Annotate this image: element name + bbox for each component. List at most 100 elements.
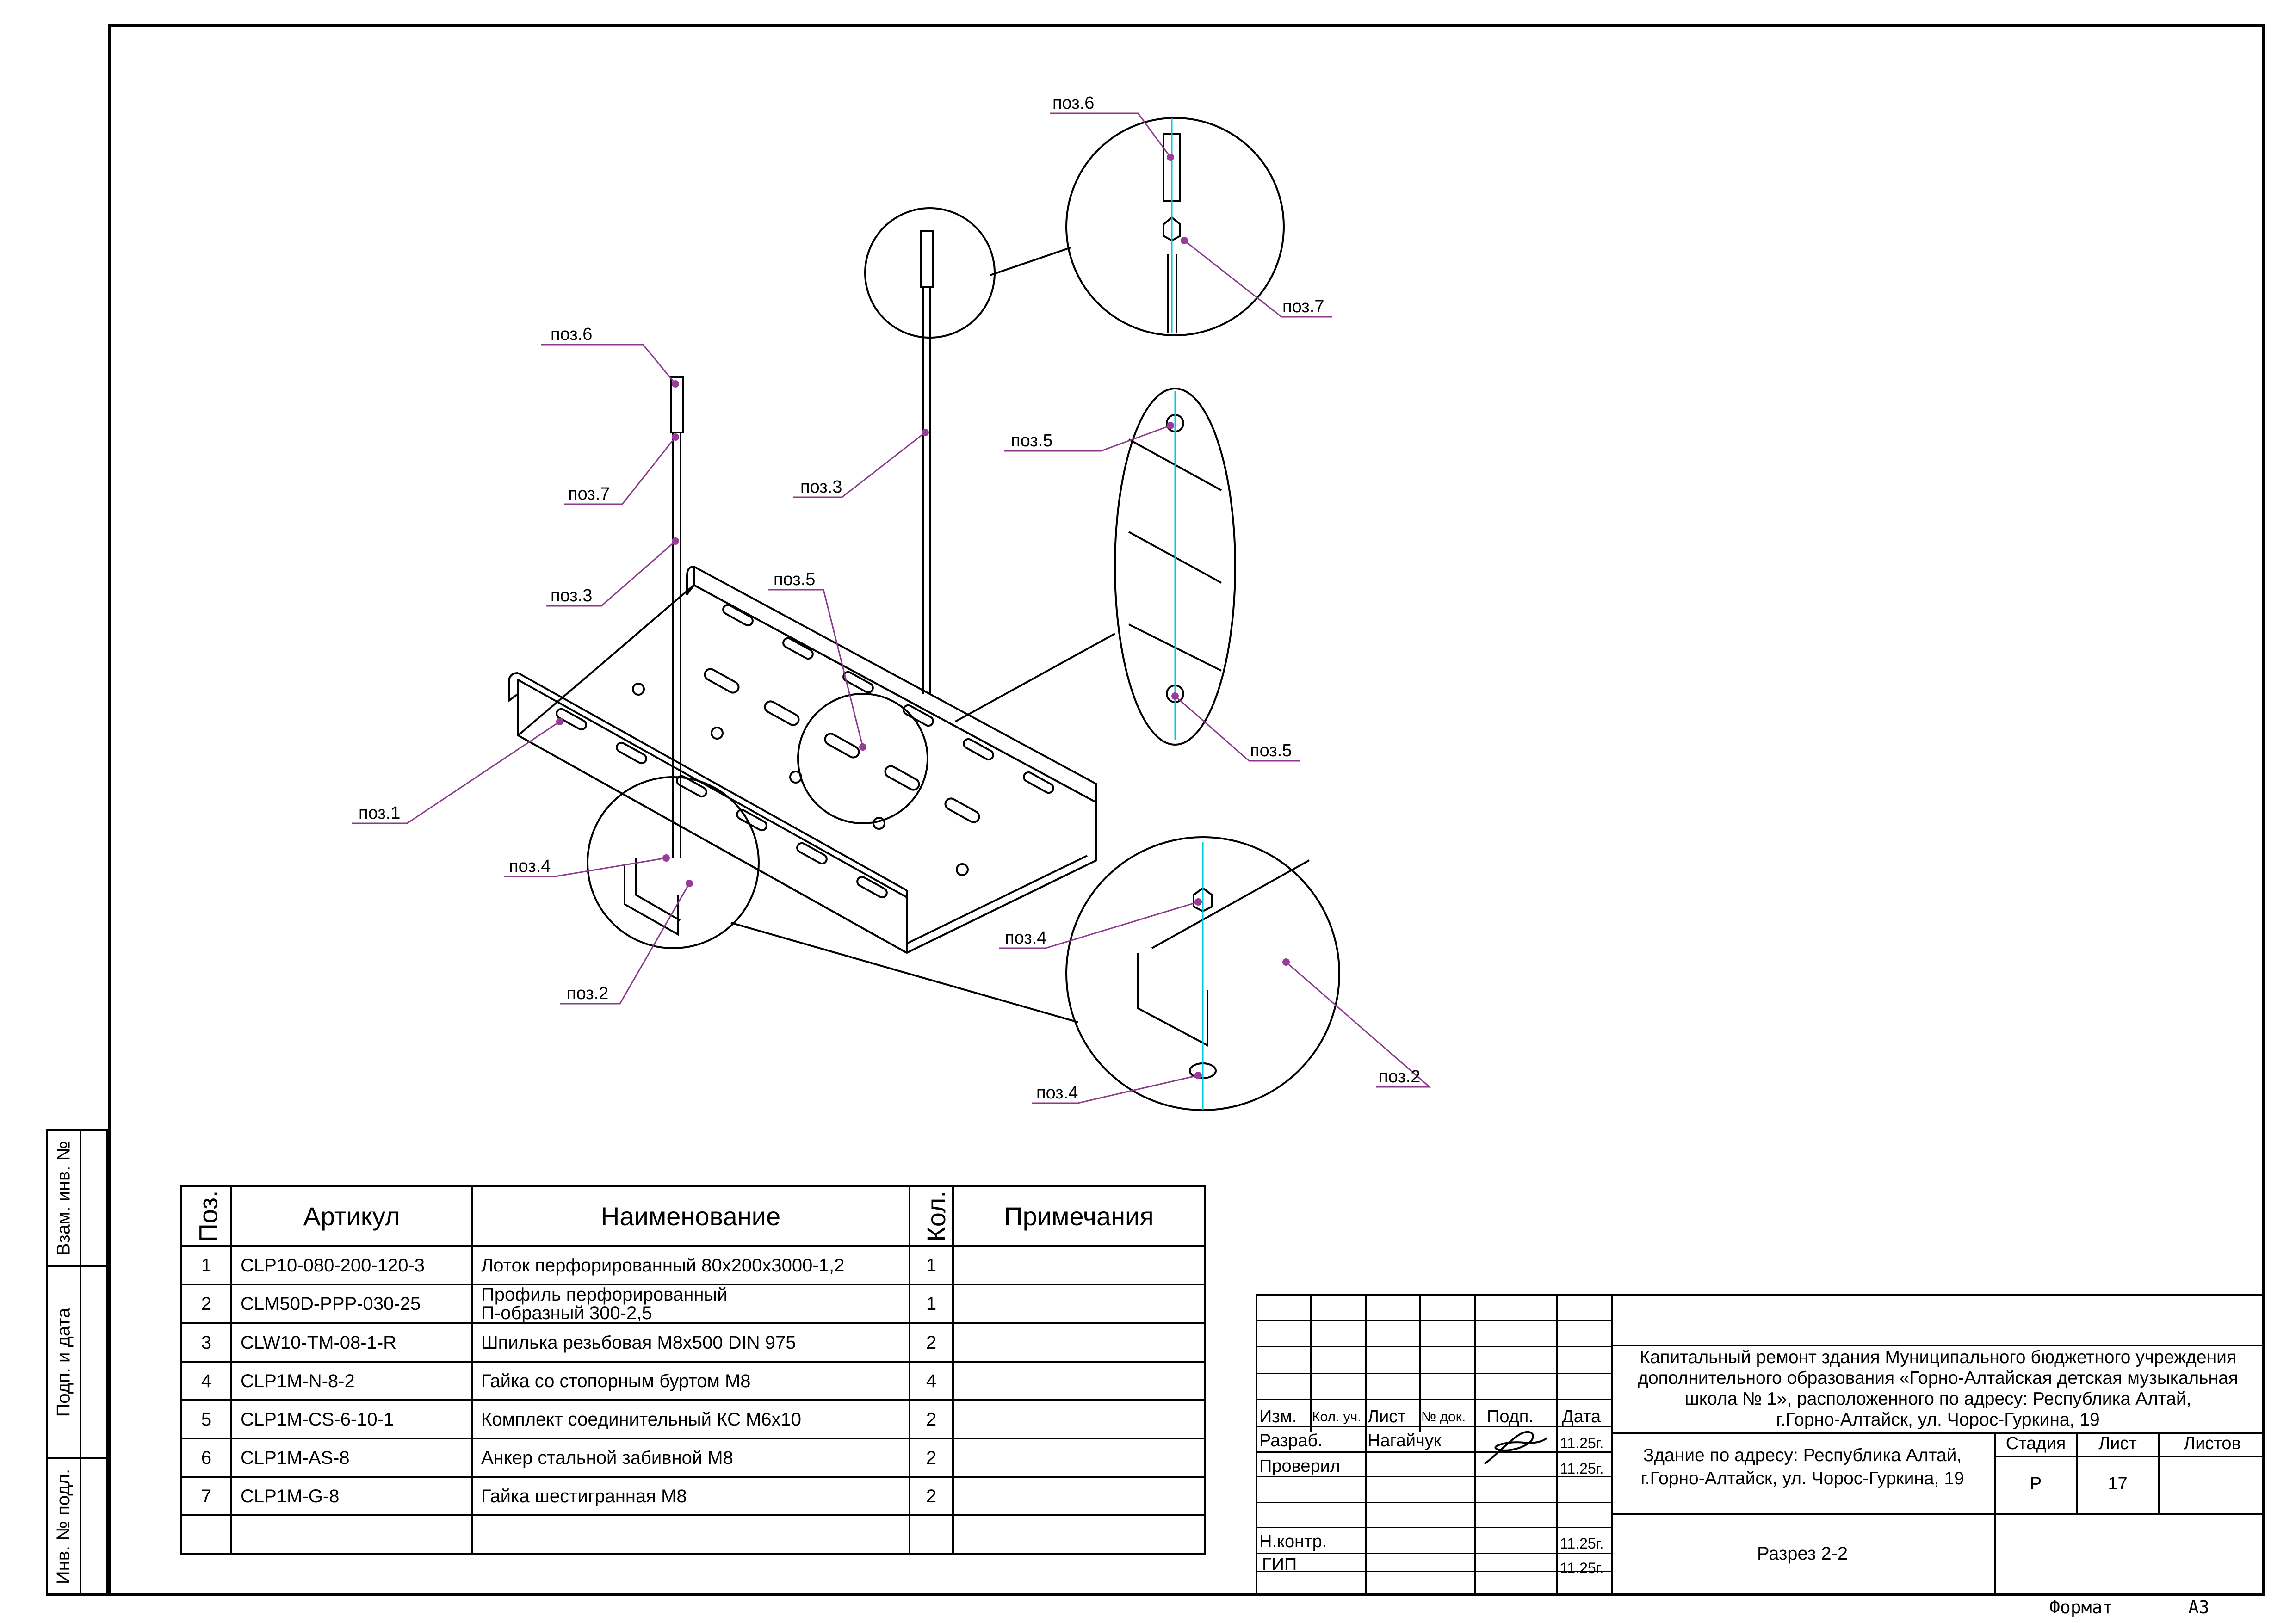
spec-pos: 5 [180, 1399, 232, 1439]
spec-name-line2: П-образный 300-2,5 [481, 1303, 652, 1323]
callout-p5-oval: поз.5 [1011, 431, 1052, 450]
spec-qty: 1 [909, 1284, 954, 1324]
spec-qty: 2 [909, 1438, 954, 1478]
spec-header-qty: Кол. [909, 1185, 954, 1247]
detail-circle-center [797, 693, 928, 824]
drawing-frame [108, 24, 2265, 1596]
sheet-value: 17 [2108, 1474, 2128, 1493]
spec-qty: 2 [909, 1322, 954, 1363]
tray-slots [556, 604, 1054, 899]
spec-article: CLP1M-G-8 [230, 1476, 473, 1516]
sheets-label: Листов [2184, 1434, 2241, 1453]
razrab-name: Нагайчук [1368, 1431, 1442, 1450]
table-row: 4 CLP1M-N-8-2 Гайка со стопорным буртом … [180, 1361, 1206, 1401]
tray-front-wall [517, 679, 908, 954]
building-address: Здание по адресу: Республика Алтай, г.Го… [1613, 1444, 1992, 1490]
gip-label: ГИП [1262, 1555, 1297, 1574]
building-line-1: Здание по адресу: Республика Алтай, [1643, 1445, 1962, 1465]
format-value: А3 [2188, 1597, 2209, 1617]
spec-name: Анкер стальной забивной М8 [471, 1438, 910, 1478]
spec-notes [952, 1361, 1206, 1401]
spec-header-row: Поз. Артикул Наименование Кол. Примечани… [180, 1185, 1206, 1247]
spec-name: Шпилька резьбовая М8х500 DIN 975 [471, 1322, 910, 1363]
project-line-1: Капитальный ремонт здания Муниципального… [1639, 1347, 2237, 1367]
nkontr-label: Н.контр. [1259, 1532, 1327, 1551]
callout-p4-detail-top: поз.4 [1005, 928, 1046, 948]
spec-article: CLW10-TM-08-1-R [230, 1322, 473, 1363]
stamp-inv: Инв. № подл. [46, 1457, 108, 1596]
leader-dots [556, 154, 1290, 1079]
razrab-label: Разраб. [1259, 1431, 1323, 1450]
stage-value: Р [2030, 1474, 2042, 1493]
spec-qty: 2 [909, 1399, 954, 1439]
spec-article: CLP1M-CS-6-10-1 [230, 1399, 473, 1439]
spec-name: Гайка шестигранная М8 [471, 1476, 910, 1516]
table-row: 1 CLP10-080-200-120-3 Лоток перфорирован… [180, 1245, 1206, 1285]
spec-qty: 1 [909, 1245, 954, 1285]
callout-p7-left: поз.7 [568, 484, 610, 504]
axis-lines [1171, 118, 1204, 1110]
building-line-2: г.Горно-Алтайск, ул. Чорос-Гуркина, 19 [1640, 1469, 1964, 1488]
sheet-label: Лист [2098, 1434, 2137, 1453]
col-data: Дата [1562, 1407, 1601, 1426]
spec-pos: 2 [180, 1284, 232, 1324]
spec-pos: 1 [180, 1245, 232, 1285]
spec-header-notes: Примечания [952, 1185, 1206, 1247]
callout-p3-left: поз.3 [551, 586, 592, 605]
col-izm: Изм. [1259, 1407, 1297, 1426]
detail-circle-profile [587, 776, 760, 949]
spec-article: CLM50D-PPP-030-25 [230, 1284, 473, 1324]
table-row: 6 CLP1M-AS-8 Анкер стальной забивной М8 … [180, 1438, 1206, 1478]
signature-icon [1484, 1431, 1548, 1465]
project-line-3: школа № 1», расположенного по адресу: Ре… [1684, 1389, 2191, 1409]
stage-label: Стадия [2005, 1434, 2066, 1453]
project-description: Капитальный ремонт здания Муниципального… [1613, 1347, 2263, 1430]
nkontr-date: 11.25г. [1560, 1535, 1604, 1552]
table-row: 5 CLP1M-CS-6-10-1 Комплект соединительны… [180, 1399, 1206, 1439]
spec-notes [952, 1245, 1206, 1285]
spec-notes [952, 1284, 1206, 1324]
spec-notes [952, 1438, 1206, 1478]
col-kol: Кол. уч. [1312, 1409, 1362, 1425]
sheet-title: Разрез 2-2 [1757, 1543, 1848, 1564]
spec-pos: 4 [180, 1361, 232, 1401]
spec-article: CLP10-080-200-120-3 [230, 1245, 473, 1285]
spec-notes [952, 1399, 1206, 1439]
callout-p5-center: поз.5 [774, 570, 815, 589]
callout-p4-detail-bottom: поз.4 [1036, 1083, 1078, 1103]
callout-p5-oval-bottom: поз.5 [1250, 741, 1292, 760]
leader-lines [352, 112, 1432, 1104]
col-podp: Подп. [1487, 1407, 1534, 1426]
u-profile [624, 865, 679, 936]
spec-name: Гайка со стопорным буртом М8 [471, 1361, 910, 1401]
callout-p3-top: поз.3 [800, 477, 842, 497]
spec-article: CLP1M-N-8-2 [230, 1361, 473, 1401]
rod-left-anchor [670, 376, 684, 433]
callout-p6-left: поз.6 [551, 325, 592, 344]
project-line-4: г.Горно-Алтайск, ул. Чорос-Гуркина, 19 [1776, 1410, 2100, 1430]
proveril-label: Проверил [1259, 1456, 1341, 1476]
spec-pos: 6 [180, 1438, 232, 1478]
callout-p6-top: поз.6 [1052, 93, 1094, 113]
spec-notes [952, 1322, 1206, 1363]
callout-p2-left: поз.2 [567, 984, 608, 1003]
proveril-date: 11.25г. [1560, 1460, 1604, 1477]
spec-qty: 4 [909, 1361, 954, 1401]
spec-header-name: Наименование [471, 1185, 910, 1247]
table-row: 2 CLM50D-PPP-030-25 Профиль перфорирован… [180, 1284, 1206, 1324]
callout-p7-top: поз.7 [1282, 297, 1324, 316]
specification-table: Поз. Артикул Наименование Кол. Примечани… [180, 1185, 1206, 1555]
table-row: 3 CLW10-TM-08-1-R Шпилька резьбовая М8х5… [180, 1322, 1206, 1363]
razrab-date: 11.25г. [1560, 1435, 1604, 1451]
spec-name: Комплект соединительный КС М6х10 [471, 1399, 910, 1439]
callout-p4-left: поз.4 [509, 857, 551, 876]
project-line-2: дополнительного образования «Горно-Алтай… [1638, 1368, 2238, 1388]
rod-right-anchor [920, 230, 934, 288]
callout-p2-detail: поз.2 [1379, 1067, 1420, 1086]
spec-name-line1: Профиль перфорированный [481, 1284, 728, 1305]
callout-p1: поз.1 [359, 803, 400, 823]
spec-name: Лоток перфорированный 80х200х3000-1,2 [471, 1245, 910, 1285]
table-row: 7 CLP1M-G-8 Гайка шестигранная М8 2 [180, 1476, 1206, 1516]
